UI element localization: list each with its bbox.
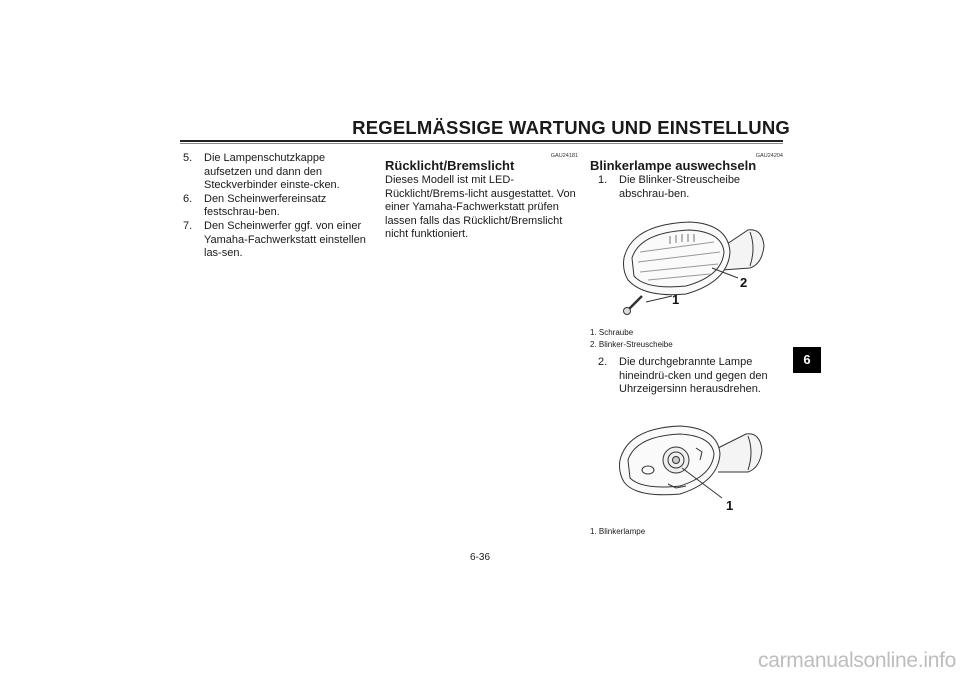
figure-1-captions: 1. Schraube 2. Blinker-Streuscheibe [590, 327, 780, 351]
caption-item: 2. Blinker-Streuscheibe [590, 340, 673, 349]
step-number: 6. [183, 192, 193, 205]
step-7: 7. Den Scheinwerfer ggf. von einer Yamah… [183, 220, 371, 261]
step-number: 7. [183, 219, 193, 232]
watermark[interactable]: carmanualsonline.info [758, 649, 956, 672]
caption-item: 1. Schraube [590, 328, 634, 337]
section-paragraph: Dieses Modell ist mit LED-Rücklicht/Brem… [385, 174, 576, 241]
step-text: Die durchgebrannte Lampe hineindrü-cken … [619, 356, 768, 396]
step-text: Den Scheinwerfer ggf. von einer Yamaha-F… [204, 219, 366, 260]
section-heading: Blinkerlampe auswechseln [590, 158, 757, 173]
step-6: 6. Den Scheinwerfereinsatz festschrau-be… [183, 193, 371, 220]
right-step-2: 2. Die durchgebrannte Lampe hineindrü-ck… [598, 356, 784, 397]
turn-signal-lens-figure: 1 2 [623, 221, 765, 315]
page-number: 6-36 [469, 552, 490, 563]
callout-1: 1 [726, 498, 733, 513]
title-rule-thin [180, 143, 783, 144]
step-5: 5. Die Lampenschutzkappe aufsetzen und d… [183, 152, 371, 193]
step-number: 5. [183, 152, 193, 164]
left-column-steps: 5. Die Lampenschutzkappe aufsetzen und d… [183, 152, 371, 261]
caption-item: 1. Blinkerlampe [590, 527, 646, 536]
step-text: Den Scheinwerfereinsatz festschrau-ben. [204, 192, 327, 219]
callout-1: 1 [672, 292, 679, 307]
section-heading: Rücklicht/Bremslicht [385, 158, 515, 173]
section-code: GAU24204 [755, 153, 783, 159]
step-text: Die Blinker-Streuscheibe abschrau-ben. [619, 174, 741, 200]
section-code: GAU24181 [550, 153, 578, 159]
right-step-1: 1. Die Blinker-Streuscheibe abschrau-ben… [598, 174, 784, 201]
callout-2: 2 [740, 275, 747, 290]
section-tab[interactable]: 6 [793, 347, 821, 373]
turn-signal-bulb-figure: 1 [619, 425, 763, 513]
figure-2-captions: 1. Blinkerlampe [590, 526, 780, 538]
step-number: 2. [598, 356, 608, 368]
page-title: REGELMÄSSIGE WARTUNG UND EINSTELLUNG [352, 117, 790, 138]
step-number: 1. [598, 174, 608, 186]
step-text: Die Lampenschutzkappe aufsetzen und dann… [204, 152, 340, 192]
title-rule [180, 140, 783, 142]
